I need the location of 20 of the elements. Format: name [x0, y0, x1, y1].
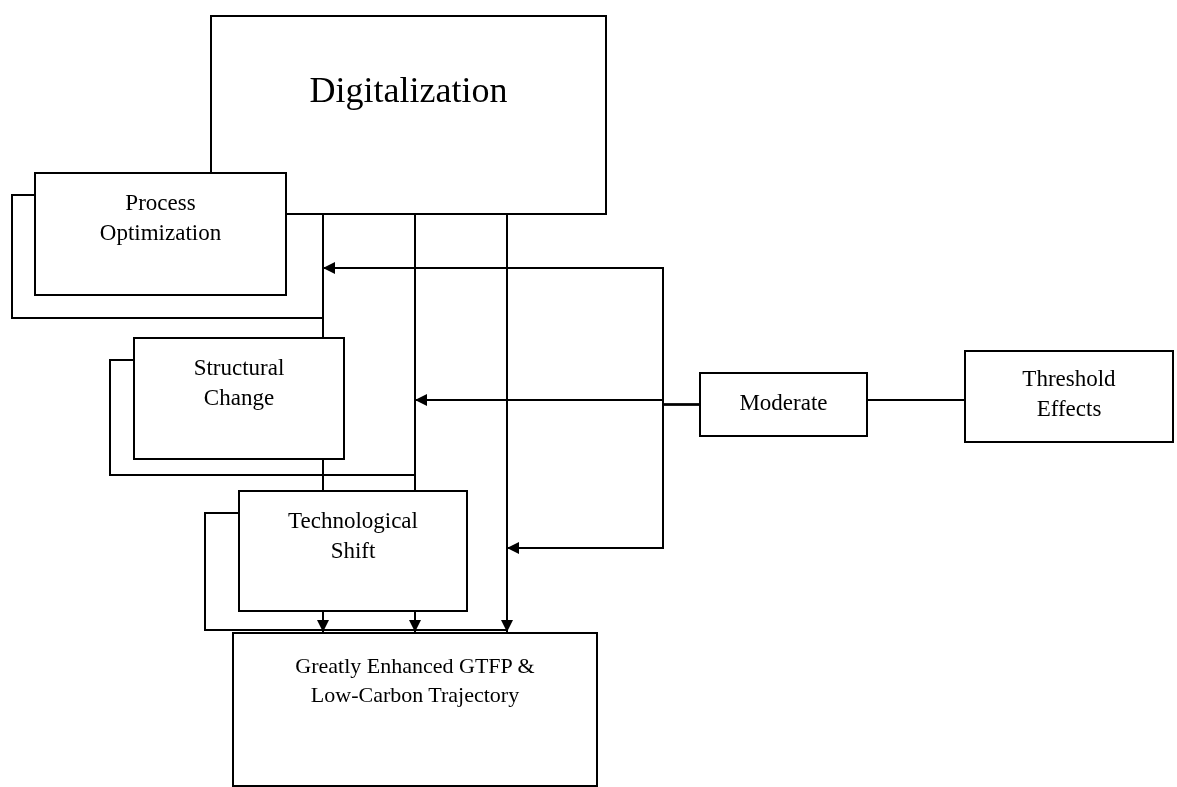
box-label: Structural Change: [192, 354, 286, 412]
process-box: [133, 337, 345, 460]
arrow: [317, 611, 329, 633]
process-box: [699, 372, 868, 437]
process-box: [210, 15, 607, 215]
box-label: Threshold Effects: [1021, 365, 1117, 423]
connector-line: [322, 459, 324, 491]
process-box: [238, 490, 468, 612]
box-label: Greatly Enhanced GTFP & Low-Carbon Trajectory: [294, 652, 536, 709]
connector-line: [204, 512, 508, 633]
process-box: [964, 350, 1174, 443]
box-label: Technological Shift: [287, 507, 419, 565]
connector-line: [867, 399, 965, 401]
process-box: [232, 632, 598, 787]
arrow: [409, 611, 421, 633]
box-label: Moderate: [739, 389, 828, 417]
arrow: [506, 403, 700, 554]
process-box: [34, 172, 287, 296]
box-label: Process Optimization: [98, 189, 223, 247]
box-label: Digitalization: [309, 69, 508, 112]
